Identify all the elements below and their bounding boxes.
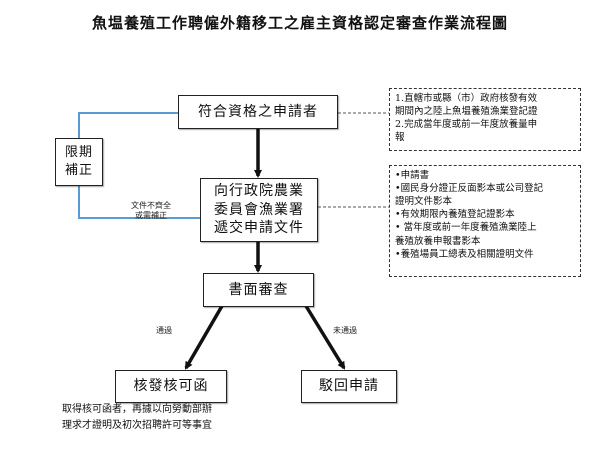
eligibility-note-line: 報 (395, 132, 405, 144)
node-eligible-applicant: 符合資格之申請者 (178, 95, 338, 129)
diagram-title: 魚塭養殖工作聘僱外籍移工之雇主資格認定審查作業流程圖 (91, 14, 508, 32)
documents-note-line: •養殖場員工總表及相關證明文件 (395, 248, 534, 260)
node-reject-label: 駁回申請 (319, 378, 379, 395)
edge-label-incomplete: 文件不齊全 或需補正 (110, 201, 192, 221)
arrow-review-to-reject (304, 305, 346, 370)
documents-note-line: •國民身分證正反面影本或公司登記 (395, 183, 544, 195)
node-approve-label: 核發核可函 (133, 378, 209, 395)
eligibility-note-line: 1.直轄市或縣（市）政府核發有效 (395, 93, 538, 104)
edge-label-fail: 未通過 (333, 326, 357, 335)
documents-note-line: 養殖放養申報書影本 (395, 235, 481, 247)
node-written-review: 書面審查 (203, 273, 314, 307)
eligibility-note-line: 期間內之陸上魚塭養殖漁業登記證 (395, 106, 538, 118)
node-submit-line-1: 向行政院農業 (214, 182, 304, 199)
eligibility-note-line: 2.完成當年度或前一年度放養量申 (395, 119, 538, 131)
documents-note-line: • 當年度或前一年度養殖漁業陸上 (395, 222, 537, 234)
documents-note-line: 證明文件影本 (395, 196, 453, 208)
feedback-line-upper (78, 112, 178, 138)
feedback-line-lower (78, 186, 200, 219)
documents-note-line: •有效期限內養殖登記證影本 (395, 209, 515, 221)
documents-note: •申請書 •國民身分證正反面影本或公司登記 證明文件影本 •有效期限內養殖登記證… (389, 165, 581, 277)
node-submit-documents: 向行政院農業 委員會漁業署 遞交申請文件 (200, 178, 318, 242)
edge-label-pass: 通過 (156, 326, 172, 335)
node-supplement-line-1: 限期 (64, 145, 93, 161)
footnote: 取得核可函者，再據以向勞動部辦 理求才證明及初次招聘許可等事宜 (62, 402, 212, 433)
node-supplement-line-2: 補正 (64, 163, 93, 178)
node-deadline-supplement: 限期 補正 (55, 138, 103, 186)
node-approval-letter: 核發核可函 (115, 370, 227, 403)
node-review-label: 書面審查 (228, 281, 289, 298)
footnote-line-1: 取得核可函者，再據以向勞動部辦 (62, 404, 212, 415)
node-eligible-label: 符合資格之申請者 (198, 103, 318, 120)
edge-label-incomplete-line-2: 或需補正 (135, 211, 167, 220)
node-submit-line-3: 遞交申請文件 (214, 220, 304, 237)
footnote-line-2: 理求才證明及初次招聘許可等事宜 (62, 419, 212, 431)
node-submit-line-2: 委員會漁業署 (214, 201, 304, 218)
node-reject-application: 駁回申請 (301, 370, 397, 403)
documents-note-line: •申請書 (395, 170, 430, 181)
edge-label-incomplete-line-1: 文件不齊全 (131, 201, 171, 210)
arrow-review-to-approve (184, 305, 224, 370)
eligibility-note: 1.直轄市或縣（市）政府核發有效 期間內之陸上魚塭養殖漁業登記證 2.完成當年度… (389, 88, 581, 151)
